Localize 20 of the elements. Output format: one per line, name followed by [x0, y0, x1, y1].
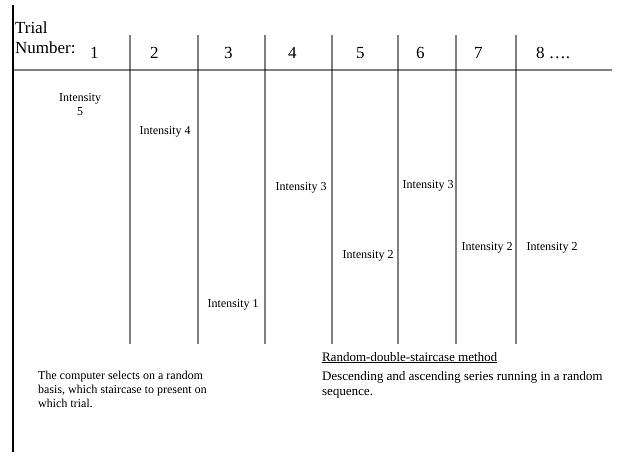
column-number: 6 — [416, 43, 426, 63]
intensity-label: Intensity 2 — [342, 248, 394, 262]
column-number: 7 — [474, 43, 484, 63]
column-number: 4 — [288, 43, 298, 63]
column-number: 8 …. — [536, 43, 571, 63]
column-number: 3 — [224, 43, 234, 63]
intensity-label: Intensity 3 — [402, 178, 454, 192]
intensity-label: Intensity 4 — [138, 124, 192, 138]
column-number: 5 — [356, 43, 366, 63]
intensity-label: Intensity 1 — [206, 297, 260, 311]
intensity-label: Intensity 2 — [526, 240, 578, 254]
intensity-label: Intensity 2 — [460, 240, 514, 254]
column-number: 1 — [90, 43, 100, 63]
column-number: 2 — [150, 43, 160, 63]
header-text: Trial Number: — [15, 18, 75, 58]
note-text: The computer selects on a random basis, which staircase to present on which trial. — [38, 369, 208, 410]
method-description: Descending and ascending series running in a random sequence. — [322, 369, 604, 399]
intensity-label: Intensity 3 — [274, 180, 328, 194]
intensity-label: Intensity 5 — [58, 91, 102, 119]
method-heading: Random-double-staircase method — [322, 350, 498, 365]
